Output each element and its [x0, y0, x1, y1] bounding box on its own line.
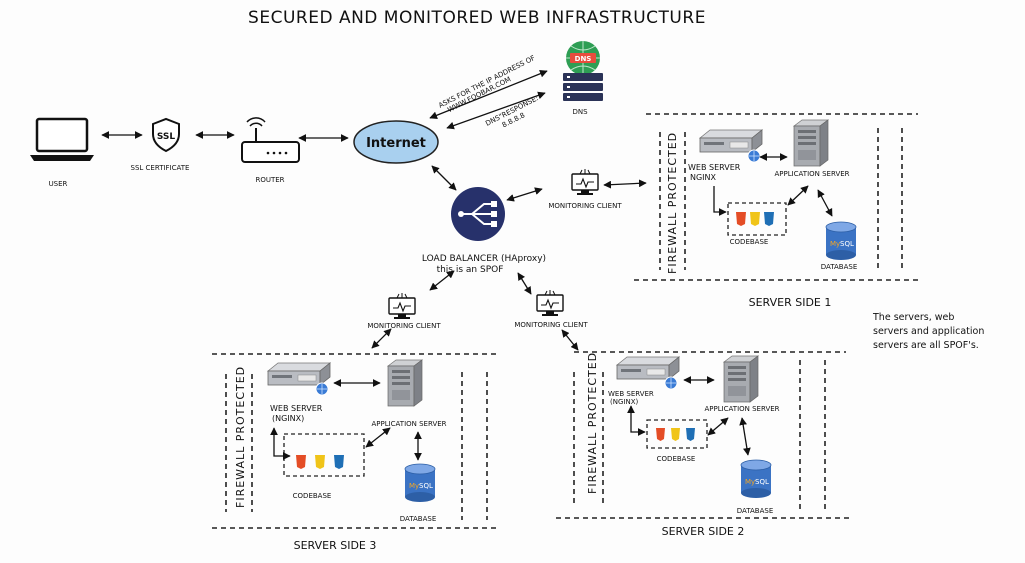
database-label: DATABASE	[821, 263, 858, 271]
web-server-icon	[699, 129, 763, 163]
codebase-box	[646, 419, 708, 449]
dns-server-icon: DNS	[563, 41, 603, 101]
web-server-label: WEB SERVER	[688, 163, 741, 172]
internet-label: Internet	[366, 136, 426, 151]
application-server-icon	[387, 359, 423, 407]
internet-cloud-icon	[353, 120, 439, 164]
monitoring-client-label: MONITORING CLIENT	[367, 322, 441, 330]
load-balancer-label: LOAD BALANCER (HAproxy)	[422, 254, 546, 264]
database-label: DATABASE	[737, 507, 774, 515]
svg-text:servers and application: servers and application	[873, 326, 984, 337]
web-server-nginx-label: (NGINX)	[610, 398, 638, 406]
monitoring-client-icon	[388, 292, 416, 320]
web-server-label: WEB SERVER	[608, 390, 654, 398]
codebase-label: CODEBASE	[730, 238, 769, 246]
svg-text:The servers, web: The servers, web	[872, 312, 954, 323]
ssl-certificate-label: SSL CERTIFICATE	[131, 164, 190, 172]
codebase-icons	[656, 428, 695, 441]
firewall-label: FIREWALL PROTECTED	[234, 366, 247, 508]
firewall-label: FIREWALL PROTECTED	[666, 132, 679, 274]
monitoring-client-icon	[571, 168, 599, 196]
database-icon	[825, 221, 857, 261]
svg-text:servers are all SPOF's.: servers are all SPOF's.	[873, 340, 979, 351]
server-side-label: SERVER SIDE 1	[749, 296, 832, 309]
application-server-icon	[793, 119, 829, 167]
codebase-label: CODEBASE	[657, 455, 696, 463]
database-label: DATABASE	[400, 515, 437, 523]
application-server-label: APPLICATION SERVER	[371, 420, 446, 428]
ssl-shield-icon: SSL	[152, 117, 180, 153]
diagram-title: SECURED AND MONITORED WEB INFRASTRUCTURE	[248, 8, 706, 28]
database-icon	[404, 463, 436, 503]
ssl-badge: SSL	[157, 132, 176, 142]
application-server-label: APPLICATION SERVER	[774, 170, 849, 178]
firewall-label: FIREWALL PROTECTED	[586, 352, 599, 494]
monitoring-client-label: MONITORING CLIENT	[514, 321, 588, 329]
top-connections	[101, 69, 647, 351]
web-server-icon	[616, 356, 680, 390]
web-server-label: WEB SERVER	[270, 404, 323, 413]
web-server-nginx-label: NGINX	[690, 173, 717, 182]
application-server-label: APPLICATION SERVER	[704, 405, 779, 413]
load-balancer-icon	[451, 187, 505, 241]
user-label: USER	[49, 180, 68, 188]
codebase-box	[283, 433, 365, 477]
router-label: ROUTER	[255, 176, 284, 184]
spof-note: The servers, web servers and application…	[872, 312, 984, 351]
dns-badge: DNS	[575, 55, 592, 63]
monitoring-client-label: MONITORING CLIENT	[548, 202, 622, 210]
load-balancer-spof-note: this is an SPOF	[437, 265, 504, 275]
database-icon	[740, 459, 772, 499]
dns-response-annotation: DNS"RESPONSE: 8.8.8.8	[484, 94, 540, 129]
codebase-label: CODEBASE	[293, 492, 332, 500]
web-server-nginx-label: (NGINX)	[272, 414, 304, 423]
codebase-icons	[736, 212, 774, 226]
server-side-3: FIREWALL PROTECTED WEB SERVER (NGINX) AP…	[212, 353, 496, 552]
dns-label: DNS	[572, 108, 588, 116]
server-side-label: SERVER SIDE 2	[662, 525, 745, 538]
server-side-2: FIREWALL PROTECTED WEB SERVER (NGINX) AP…	[556, 351, 852, 538]
codebase-icons	[296, 455, 344, 469]
application-server-icon	[723, 355, 759, 403]
codebase-box	[727, 202, 787, 236]
web-server-icon	[267, 362, 331, 396]
server-side-label: SERVER SIDE 3	[294, 539, 377, 552]
server-side-1: FIREWALL PROTECTED WEB SERVER NGINX APPL…	[634, 113, 918, 309]
monitoring-client-icon	[536, 289, 564, 317]
router-icon	[241, 117, 300, 163]
user-laptop-icon	[30, 117, 94, 161]
